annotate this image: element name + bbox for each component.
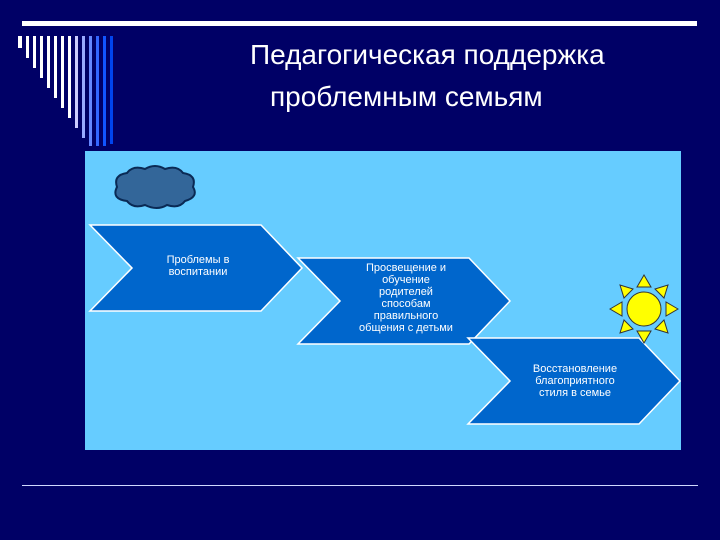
decorative-stripes	[18, 36, 113, 146]
step-label-3: Восстановление благоприятного стиля в се…	[532, 363, 618, 399]
process-arrow-2	[296, 257, 512, 345]
slide-title: Педагогическая поддержка проблемным семь…	[150, 34, 710, 118]
cloud-icon	[114, 165, 196, 209]
sun-icon	[609, 274, 679, 344]
step-label-2: Просвещение и обучение родителей способа…	[359, 262, 453, 334]
slide-title-line2: проблемным семьям	[270, 81, 543, 112]
process-arrow-3	[466, 337, 681, 425]
process-arrow-1	[88, 224, 304, 312]
process-diagram	[88, 165, 681, 425]
slide-title-line1: Педагогическая поддержка	[250, 39, 605, 70]
top-rule	[22, 21, 697, 26]
step-label-1: Проблемы в воспитании	[166, 254, 230, 278]
diagram-panel: Проблемы в воспитании Просвещение и обуч…	[85, 151, 681, 450]
bottom-rule	[22, 485, 698, 486]
